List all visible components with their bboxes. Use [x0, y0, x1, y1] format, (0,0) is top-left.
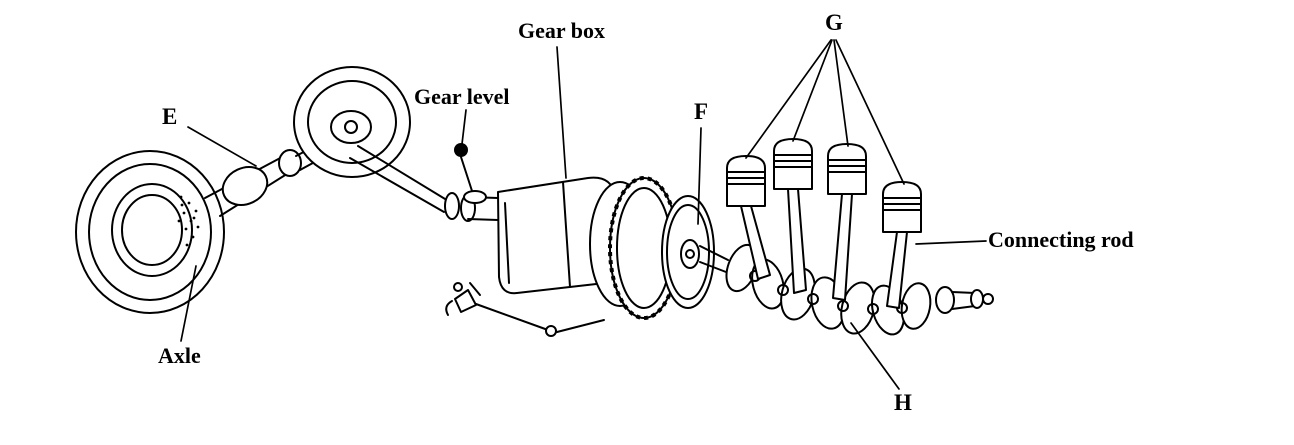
clutch-linkage	[445, 282, 605, 337]
leader-connecting-rod	[915, 240, 987, 245]
front-wheel	[75, 150, 225, 314]
leader-e	[187, 126, 257, 167]
leader-h	[850, 322, 900, 390]
label-h: H	[894, 390, 912, 415]
clutch-flywheel	[589, 176, 729, 320]
label-connecting-rod: Connecting rod	[988, 227, 1134, 252]
label-f: F	[694, 99, 709, 124]
leader-g-3	[833, 39, 849, 147]
label-gear-box: Gear box	[518, 18, 605, 43]
leader-g-1	[745, 39, 832, 159]
pistons	[726, 138, 922, 233]
leader-gear-level	[461, 109, 467, 145]
leader-g-4	[835, 39, 905, 185]
upper-wheel	[293, 66, 411, 178]
leader-gear-box	[556, 46, 567, 179]
leader-axle	[180, 265, 197, 342]
label-e: E	[162, 104, 178, 129]
axle-differential	[204, 133, 345, 217]
piston-1	[726, 155, 766, 207]
connecting-rods	[740, 188, 908, 309]
piston-3	[827, 143, 867, 195]
gear-lever	[454, 143, 487, 204]
leader-lines	[180, 39, 987, 390]
tire-texture-dots	[177, 195, 200, 247]
leader-f	[697, 127, 702, 225]
label-gear-level: Gear level	[414, 84, 510, 109]
piston-2	[773, 138, 813, 190]
leader-g-2	[792, 39, 833, 142]
label-g: G	[825, 10, 843, 35]
label-axle: Axle	[158, 343, 201, 368]
crankshaft	[725, 243, 994, 336]
piston-4	[882, 181, 922, 233]
